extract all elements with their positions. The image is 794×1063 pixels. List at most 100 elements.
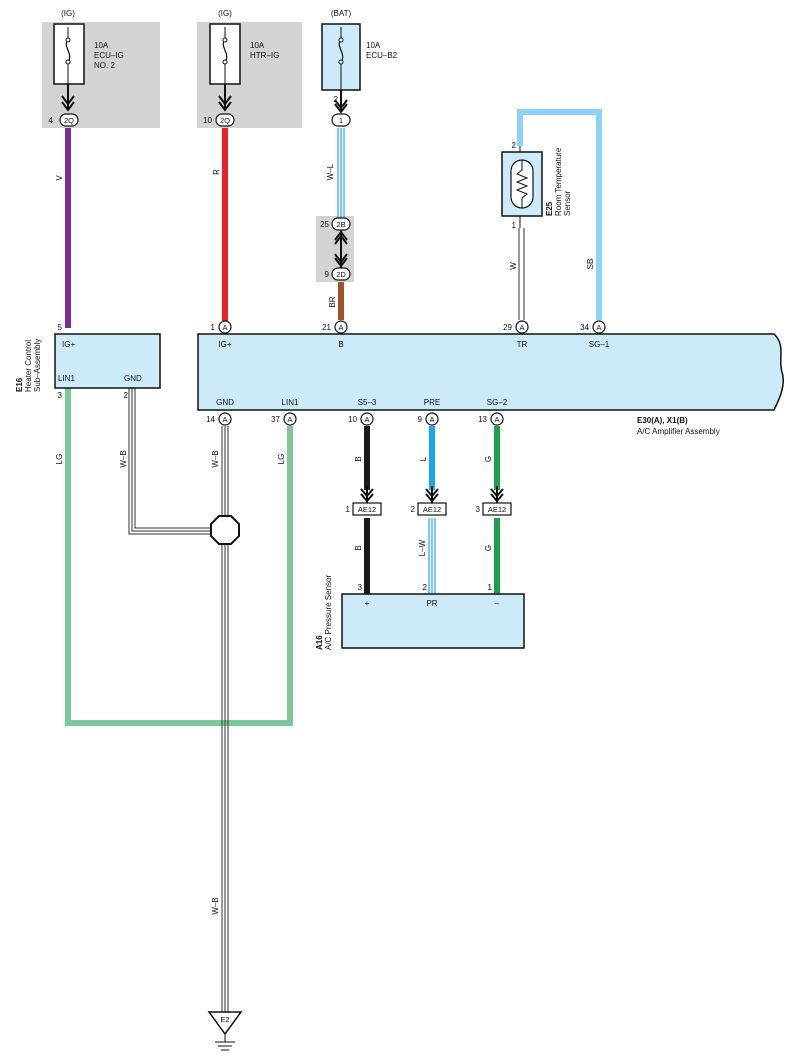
svg-text:GND: GND: [216, 398, 234, 407]
svg-text:10: 10: [348, 415, 357, 424]
wire-label-g-top: G: [484, 456, 493, 462]
svg-text:2Q: 2Q: [64, 116, 74, 125]
fuse3-source: (BAT): [331, 9, 352, 18]
a16-pin-pr-label: PR: [426, 599, 437, 608]
amp-bottom-pin-37: A 37 LIN1: [271, 398, 299, 426]
fuse3-pin: 2: [334, 95, 339, 104]
wire-label-br: BR: [328, 296, 337, 307]
fuse2-source: (IG): [218, 9, 232, 18]
junction-top-pin: 25: [320, 220, 329, 229]
ae12-pin-2: AE12 2: [411, 486, 447, 516]
e16-gnd-label: GND: [124, 374, 142, 383]
amplifier-name: A/C Amplifier Assembly: [637, 427, 720, 436]
connector-1: 1: [331, 113, 351, 127]
e16-code: E16: [15, 377, 24, 392]
wire-label-b-bot: B: [354, 545, 363, 550]
svg-text:A: A: [519, 323, 524, 332]
amp-bottom-pin-13: A 13 SG–2: [478, 398, 508, 426]
amp-top-pin-34: A 34 SG–1: [580, 320, 610, 349]
a16-body: [341, 593, 525, 649]
a16-pin-minus-label: –: [495, 599, 500, 608]
svg-text:A: A: [222, 415, 227, 424]
svg-text:A: A: [494, 415, 499, 424]
e25-sensor: [501, 146, 543, 228]
wire-wl: [337, 128, 345, 218]
amp-top-pin-29: A 29 TR: [503, 320, 529, 349]
svg-text:E2: E2: [220, 1015, 229, 1024]
ae12-pin-1: AE12 1: [346, 486, 382, 516]
svg-text:S5–3: S5–3: [358, 398, 377, 407]
svg-text:9: 9: [418, 415, 423, 424]
wire-wb-ground: [221, 426, 229, 1012]
svg-text:13: 13: [478, 415, 487, 424]
fuse2-amp: 10A: [250, 41, 265, 50]
amp-bottom-pin-10: A 10 S5–3: [348, 398, 377, 426]
junction-bottom-pin: 9: [325, 270, 330, 279]
svg-text:2: 2: [411, 505, 416, 514]
svg-text:3: 3: [476, 505, 481, 514]
svg-text:AE12: AE12: [358, 505, 376, 514]
a16-pin-plus-label: +: [365, 599, 370, 608]
svg-text:A: A: [222, 323, 227, 332]
wire-sb: [517, 109, 602, 320]
junction-2d: 2D: [331, 267, 351, 281]
svg-text:SG–2: SG–2: [487, 398, 508, 407]
amplifier-code: E30(A), X1(B): [637, 416, 688, 425]
fuse1-pin: 4: [49, 116, 54, 125]
e16-pin-lin1: 3: [58, 391, 63, 400]
fuse2-name: HTR–IG: [250, 51, 279, 60]
svg-text:PRE: PRE: [424, 398, 440, 407]
a16-name: A/C Pressure Sensor: [324, 575, 333, 650]
e25-name1: Room Temperature: [554, 147, 563, 216]
wire-label-sb: SB: [586, 259, 595, 270]
fuse1-arrow: [61, 84, 75, 112]
wire-label-wb-e16: W–B: [119, 450, 128, 467]
amp-top-pin-21: A 21 B: [322, 320, 348, 349]
svg-text:B: B: [338, 340, 343, 349]
a16-code: A16: [315, 635, 324, 650]
svg-text:1: 1: [211, 323, 216, 332]
svg-text:21: 21: [322, 323, 331, 332]
svg-text:1: 1: [346, 505, 351, 514]
svg-text:2D: 2D: [336, 270, 346, 279]
svg-text:LIN1: LIN1: [282, 398, 299, 407]
wire-lg: [65, 388, 293, 726]
e25-code: E25: [545, 201, 554, 216]
ground-e2: E2: [207, 1011, 243, 1051]
amp-bottom-pin-9: A 9 PRE: [418, 398, 440, 426]
wire-label-lw-bot: L–W: [418, 539, 427, 556]
svg-text:SG–1: SG–1: [589, 340, 610, 349]
svg-text:AE12: AE12: [488, 505, 506, 514]
svg-text:TR: TR: [517, 340, 528, 349]
svg-text:1: 1: [339, 116, 343, 125]
svg-text:A: A: [287, 415, 292, 424]
junction-2b: 2B: [331, 217, 351, 231]
wire-w: [518, 228, 525, 320]
wire-label-l-top: L: [419, 456, 428, 461]
wire-label-b-top: B: [354, 456, 363, 461]
e25-pin-bottom: 1: [512, 221, 517, 230]
fuse1-name2: NO. 2: [94, 61, 115, 70]
wire-lw-bot: [428, 518, 436, 594]
e16-pin-igplus: 5: [58, 323, 63, 332]
fuse1: [53, 23, 85, 85]
fuse3-arrow: [334, 90, 348, 114]
wire-wb-e16: [128, 388, 214, 535]
svg-text:A: A: [596, 323, 601, 332]
amp-bottom-pin-14: A 14 GND: [206, 398, 234, 426]
e16-lin1-label: LIN1: [58, 374, 75, 383]
wire-label-lg-right: LG: [277, 454, 286, 465]
junction-arrows: [334, 230, 348, 268]
fuse2: [209, 23, 241, 85]
wire-label-wl: W–L: [326, 163, 335, 180]
wire-label-r: R: [212, 169, 221, 175]
svg-text:2B: 2B: [336, 220, 345, 229]
fuse1-amp: 10A: [94, 41, 109, 50]
fuse1-source: (IG): [61, 9, 75, 18]
wire-label-wb-bottom: W–B: [211, 897, 220, 914]
svg-text:A: A: [429, 415, 434, 424]
a16-pin-plus-num: 3: [358, 583, 363, 592]
e16-name1: Heater Control: [24, 340, 33, 392]
fuse3-amp: 10A: [366, 41, 381, 50]
